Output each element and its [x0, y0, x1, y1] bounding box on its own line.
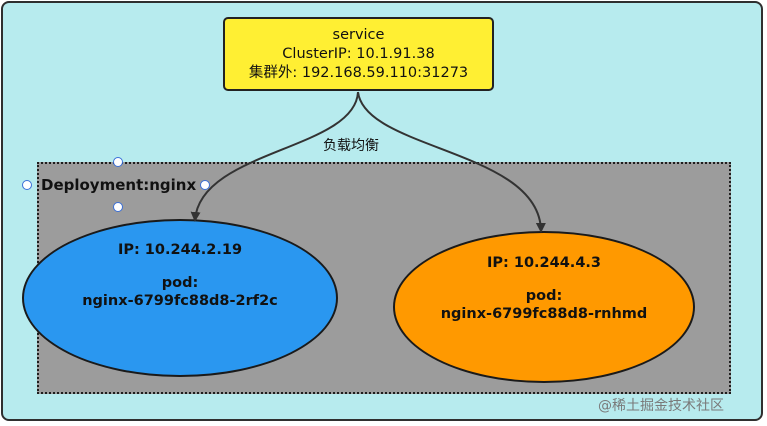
- service-title: service: [332, 27, 385, 43]
- service-external-address: 集群外: 192.168.59.110:31273: [248, 65, 469, 81]
- deployment-label: Deployment:nginx: [41, 176, 197, 194]
- pod-label: pod:: [525, 288, 563, 304]
- service-node: service ClusterIP: 10.1.91.38 集群外: 192.1…: [223, 17, 494, 91]
- pod-ip: IP: 10.244.4.3: [486, 255, 602, 271]
- selection-handle-right[interactable]: [200, 180, 210, 190]
- watermark: @稀土掘金技术社区: [598, 398, 724, 414]
- pod-name: nginx-6799fc88d8-rnhmd: [440, 306, 648, 322]
- pod-node-1: IP: 10.244.2.19 pod: nginx-6799fc88d8-2r…: [22, 219, 338, 377]
- service-cluster-ip: ClusterIP: 10.1.91.38: [282, 46, 435, 62]
- arrow-to-pod-2: [357, 91, 546, 233]
- load-balance-label: 负载均衡: [323, 138, 379, 154]
- selection-handle-bottom[interactable]: [113, 202, 123, 212]
- pod-name: nginx-6799fc88d8-2rf2c: [82, 293, 278, 309]
- pod-ip: IP: 10.244.2.19: [117, 242, 243, 258]
- selection-handle-left[interactable]: [22, 180, 32, 190]
- selection-handle-top[interactable]: [113, 157, 123, 167]
- pod-node-2: IP: 10.244.4.3 pod: nginx-6799fc88d8-rnh…: [393, 231, 695, 383]
- arrow-to-pod-1: [190, 91, 359, 222]
- pod-label: pod:: [161, 275, 199, 291]
